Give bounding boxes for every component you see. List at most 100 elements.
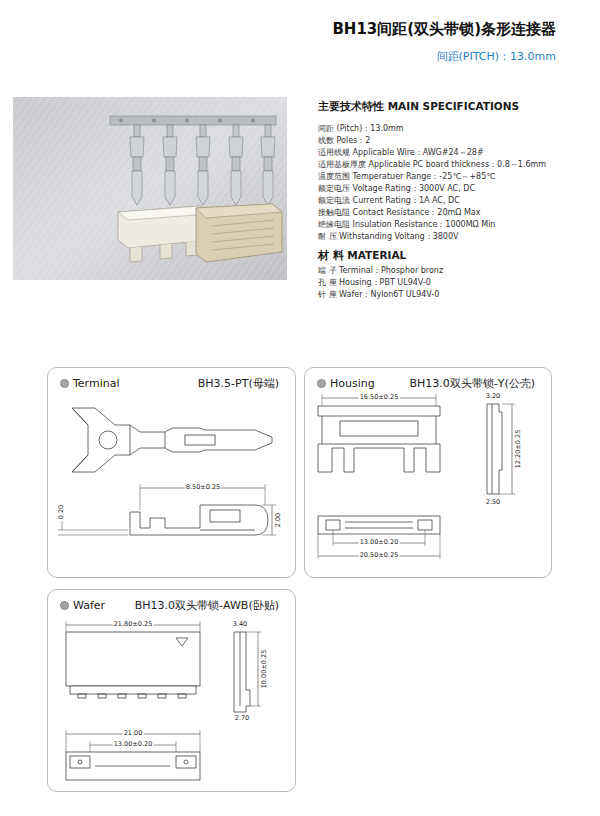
wafer-drawing-circle [184,760,188,764]
spec-line: 线数 Poles：2 [318,136,370,145]
housing-drawing-line [322,416,436,417]
wafer-drawing-line [66,621,67,632]
product-photo-rect [13,97,287,280]
housing-drawing-rect [326,520,340,530]
spec-line: 适用基板厚度 Applicable PC board thickness：0.8… [318,160,546,169]
page-title: BH13间距(双头带锁)条形连接器 [332,20,556,39]
product-photo-path [212,220,274,250]
material-line: 针 座 Wafer：Nylon6T UL94V-0 [318,290,439,299]
panel-heading: Housing [330,377,375,390]
wafer-drawing-line [240,632,241,706]
product-photo-path [196,204,282,262]
terminal-drawing-line [72,455,88,472]
dimension: 21.00 [123,730,144,737]
housing-drawing-line [487,397,499,398]
material-line: 端 子 Terminal：Phosphor bronz [318,266,443,275]
housing-drawing-line [333,543,425,544]
wafer-drawing [66,621,261,780]
panel-heading: Terminal [73,377,120,390]
bullet-dot [60,379,69,388]
panel-heading-group: Housing [317,377,375,390]
housing-drawing-rect [318,516,440,534]
wafer-drawing-line [176,741,177,752]
part-number: BH3.5-PT(母端) [198,376,279,391]
wafer-drawing-line [246,632,261,633]
housing-drawing-path [318,406,440,472]
product-photo-use [229,125,243,205]
terminal-drawing [58,408,276,535]
spec-line: 接触电阻 Contact Resistance：20mΩ Max [318,208,481,217]
terminal-drawing-rect [210,510,240,522]
housing-drawing-path [487,404,502,494]
wafer-drawing-line [200,730,201,752]
spec-line: 额定电流 Current Rating：1A AC, DC [318,196,460,205]
wafer-drawing-line [234,719,250,720]
wafer-drawing-path [176,638,188,646]
wafer-drawing-line [250,706,261,707]
panel-heading-group: Wafer [60,599,105,612]
housing-drawing-line [440,534,441,559]
housing-drawing-line [345,528,413,529]
housing-drawing-line [487,503,499,504]
dimension: 2.70 [234,715,250,722]
terminal-drawing-line [58,530,128,531]
wafer-drawing-line [90,741,91,752]
housing-drawing-line [345,522,413,523]
dimension: 21.80±0.25 [113,621,154,628]
wafer-drawing-rect [98,694,106,698]
spec-line: 耐 压 Withstanding Voltang：3800V [318,232,459,241]
terminal-drawing-line [140,488,265,489]
part-number: BH13.0双头带锁-AWB(卧贴) [135,598,279,613]
terminal-drawing-path [72,408,272,472]
product-photo-path [196,204,282,218]
wafer-drawing-line [66,730,67,752]
product-photo-use [196,125,210,205]
panel-header: Terminal BH3.5-PT(母端) [48,368,295,391]
terminal-drawing-circle [99,431,117,449]
dimension: 12.20±0.25 [515,429,522,470]
dimension: 0.20 [58,504,65,520]
product-photo-rect [13,97,287,280]
product-photo-use [163,125,177,205]
housing-drawing-line [512,404,513,494]
housing-drawing-line [333,530,334,546]
product-photo-circle [119,119,123,123]
product-photo-use [130,125,144,205]
product-photo-path [130,241,198,262]
drawing-panel: Terminal BH3.5-PT(母端) [47,367,296,578]
wafer-drawing-rect [138,694,146,698]
wafer-drawing-line [66,734,200,735]
wafer-drawing-line [200,621,201,632]
drawing-panel: Housing BH13.0双头带锁-Y(公壳) [304,367,552,578]
product-photo-circle [152,119,156,123]
terminal-drawing-line [140,484,141,510]
wafer-drawing-line [95,766,170,767]
dimension: 3.40 [232,621,248,628]
dimension: 2.50 [485,499,501,506]
housing-drawing [318,394,515,559]
panel-heading-group: Terminal [60,377,120,390]
housing-drawing-line [322,444,436,445]
product-photo [13,97,287,280]
housing-drawing-line [425,530,426,546]
housing-drawing-rect [340,421,418,436]
terminal-drawing-line [262,505,276,506]
terminal-drawing-line [262,535,276,536]
dimension: 8.50±0.25 [185,484,221,491]
housing-drawing-rect [418,520,432,530]
wafer-drawing-rect [176,756,196,768]
terminal-drawing-path [130,505,268,535]
wafer-drawing-rect [66,632,200,686]
subtitle: 间距(PITCH)：13.0mm [437,51,556,64]
dimension: 20.50±0.25 [359,552,400,559]
wafer-drawing-line [258,632,259,706]
wafer-drawing-rect [158,694,166,698]
part-number: BH13.0双头带锁-Y(公壳) [409,376,535,391]
wafer-drawing-rect [70,686,196,694]
housing-drawing-line [502,404,515,405]
